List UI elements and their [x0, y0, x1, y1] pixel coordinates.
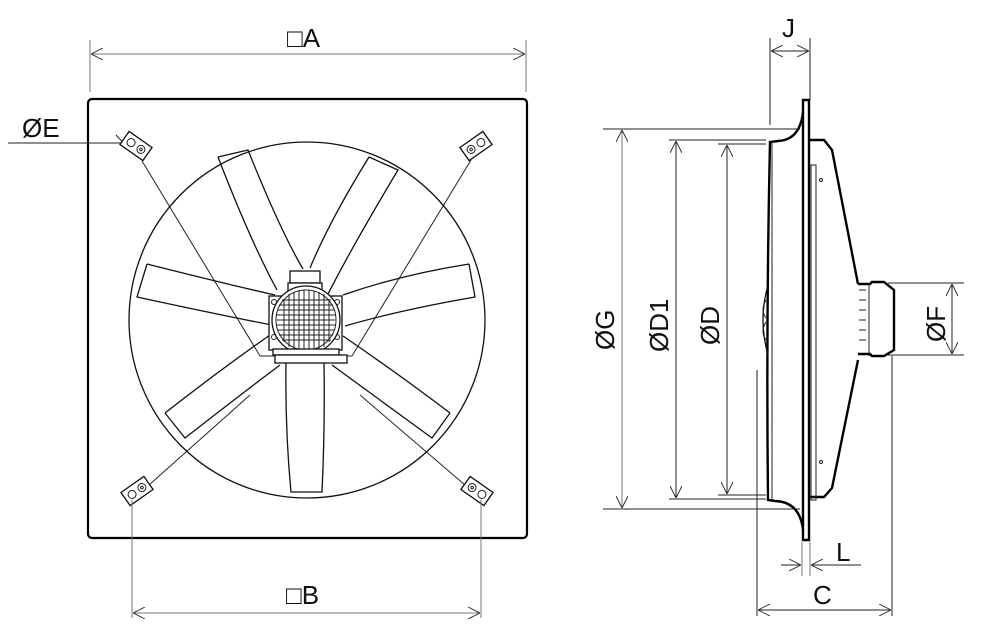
- dimension-g-label: ØG: [590, 310, 620, 350]
- dimension-g: ØG: [590, 128, 800, 510]
- side-view: J: [590, 13, 964, 616]
- dimension-b-label: □B: [286, 580, 319, 610]
- dimension-a-label: □A: [287, 23, 321, 53]
- dimension-d1: ØD1: [644, 139, 766, 500]
- frame-plate: [86, 97, 529, 540]
- dimension-j: J: [769, 13, 811, 125]
- fan-ring: [128, 141, 486, 499]
- mounting-bracket-top-left: [119, 130, 153, 162]
- housing-profile: [762, 98, 896, 542]
- motor-fan-grille: [277, 290, 335, 351]
- fan-blades: [136, 149, 476, 493]
- motor-fins: [859, 289, 866, 341]
- dimension-e: ØE: [8, 113, 132, 152]
- dimension-a: □A: [89, 23, 527, 92]
- mounting-bracket-bottom-right: [460, 475, 494, 507]
- dimension-d-label: ØD: [695, 306, 725, 345]
- front-view: □A ØE: [8, 23, 529, 618]
- mounting-bracket-bottom-left: [120, 475, 154, 507]
- dimension-j-label: J: [782, 13, 795, 43]
- dimension-f: ØF: [888, 282, 964, 356]
- dimension-b: □B: [131, 500, 482, 618]
- dimension-d1-label: ØD1: [644, 299, 674, 352]
- dimension-l-label: L: [836, 537, 850, 567]
- dimension-d: ØD: [695, 143, 766, 496]
- dimension-e-label: ØE: [22, 113, 60, 143]
- mounting-bracket-top-right: [459, 130, 493, 162]
- dimension-f-label: ØF: [921, 306, 951, 342]
- dimension-c: C: [756, 356, 893, 616]
- dimension-l: L: [781, 537, 861, 576]
- motor: [268, 270, 348, 364]
- dimension-c-label: C: [813, 580, 832, 610]
